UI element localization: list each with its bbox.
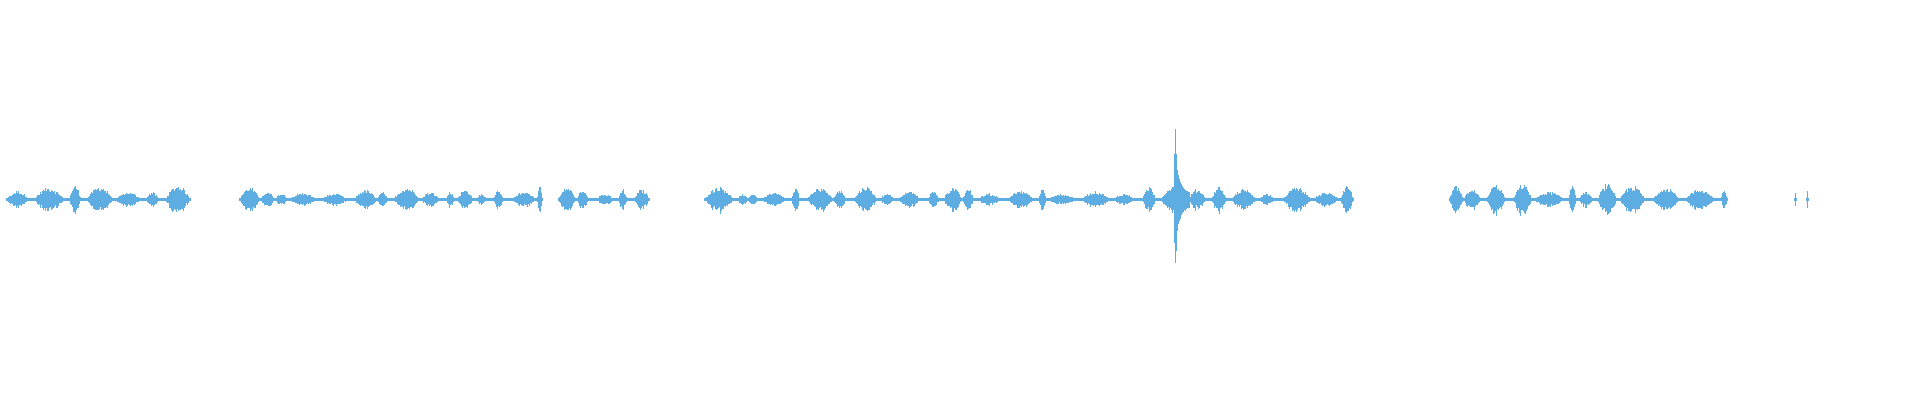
- waveform-segment: [1806, 191, 1809, 208]
- waveform-segment: [704, 129, 1354, 263]
- waveform-segment: [1794, 193, 1797, 206]
- waveform-segment: [558, 189, 650, 210]
- waveform-segment: [239, 187, 543, 212]
- waveform-segment: [6, 186, 191, 214]
- waveform-segment: [1449, 184, 1728, 216]
